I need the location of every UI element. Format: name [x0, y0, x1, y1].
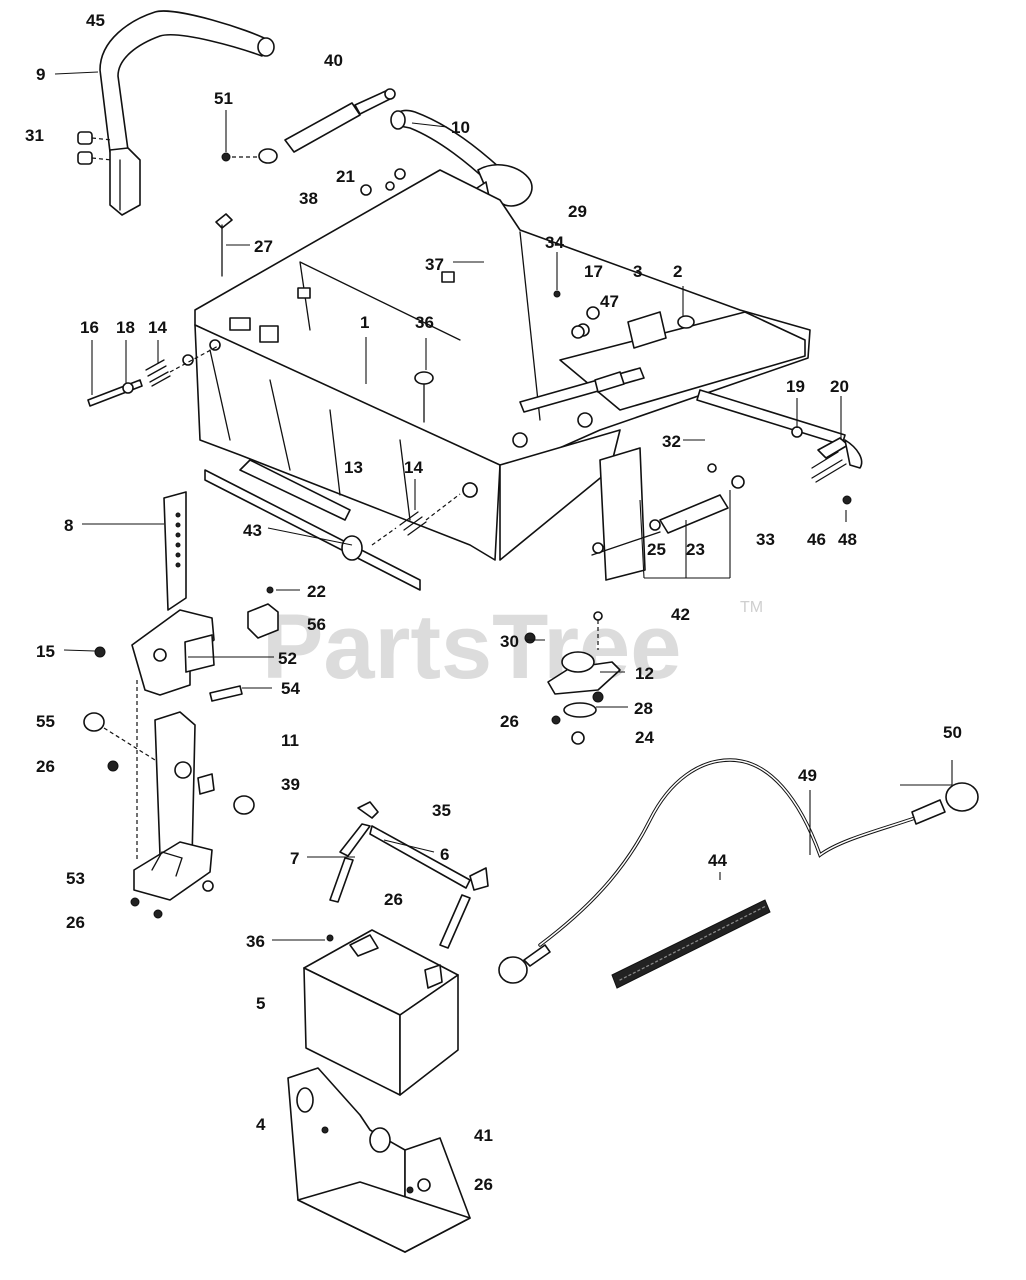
callout-27: 27: [254, 237, 273, 256]
callout-26-mount: 26: [500, 712, 519, 731]
callout-44: 44: [708, 851, 727, 870]
callout-55: 55: [36, 712, 55, 731]
callout-37: 37: [425, 255, 444, 274]
small-fasteners: [215, 168, 600, 423]
callout-14-upper: 14: [148, 318, 167, 337]
callout-50: 50: [943, 723, 962, 742]
callout-33: 33: [756, 530, 775, 549]
trademark: TM: [740, 599, 763, 616]
gas-spring: [221, 88, 396, 164]
callout-56: 56: [307, 615, 326, 634]
handle-bolts: [77, 131, 113, 165]
callout-24: 24: [635, 728, 654, 747]
adjustment-plate: [163, 491, 187, 611]
lever-11: [83, 685, 255, 871]
bottom-rail: [204, 459, 421, 591]
callout-18: 18: [116, 318, 135, 337]
battery-cable-49: [498, 758, 979, 984]
callout-17: 17: [584, 262, 603, 281]
callout-29: 29: [568, 202, 587, 221]
base-bracket-53: [130, 680, 214, 919]
callout-23: 23: [686, 540, 705, 559]
bracket-52: [94, 609, 215, 696]
callout-38: 38: [299, 189, 318, 208]
leader-lines: [54, 71, 953, 941]
callout-30: 30: [500, 632, 519, 651]
callout-8: 8: [64, 516, 73, 535]
callout-26-lever: 26: [36, 757, 55, 776]
callout-48: 48: [838, 530, 857, 549]
callout-9: 9: [36, 65, 45, 84]
callout-36-upper: 36: [415, 313, 434, 332]
battery-tray-4: [287, 1067, 471, 1253]
spring-14-upper: [87, 344, 221, 407]
callout-34: 34: [545, 233, 564, 252]
callout-35: 35: [432, 801, 451, 820]
callout-41: 41: [474, 1126, 493, 1145]
callout-25: 25: [647, 540, 666, 559]
callout-10: 10: [451, 118, 470, 137]
callout-53: 53: [66, 869, 85, 888]
callout-51: 51: [214, 89, 233, 108]
callout-16: 16: [80, 318, 99, 337]
cable-sleeve-44: [611, 899, 771, 989]
callout-2: 2: [673, 262, 682, 281]
callout-39: 39: [281, 775, 300, 794]
damper-assembly: [591, 447, 745, 581]
callout-28: 28: [634, 699, 653, 718]
callout-40: 40: [324, 51, 343, 70]
callout-46: 46: [807, 530, 826, 549]
callout-52: 52: [278, 649, 297, 668]
callout-45: 45: [86, 11, 105, 30]
callout-3: 3: [633, 262, 642, 281]
callout-labels: 45 9 40 51 31 10 21 38 29 27 34 37 17 3 …: [25, 11, 962, 1194]
callout-43: 43: [243, 521, 262, 540]
callout-26-tray: 26: [474, 1175, 493, 1194]
callout-22: 22: [307, 582, 326, 601]
callout-5: 5: [256, 994, 265, 1013]
callout-54: 54: [281, 679, 300, 698]
callout-7: 7: [290, 849, 299, 868]
spring-14-lower: [371, 482, 478, 546]
callout-19: 19: [786, 377, 805, 396]
callout-42: 42: [671, 605, 690, 624]
callout-15: 15: [36, 642, 55, 661]
callout-1: 1: [360, 313, 369, 332]
callout-4: 4: [256, 1115, 266, 1134]
callout-32: 32: [662, 432, 681, 451]
link-rod-spring: [696, 389, 863, 505]
left-control-handle: [99, 10, 275, 216]
callout-31: 31: [25, 126, 44, 145]
callout-11: 11: [281, 731, 299, 750]
battery-hold-down: [329, 801, 489, 949]
watermark: PartsTree: [262, 596, 681, 698]
callout-49: 49: [798, 766, 817, 785]
callout-14-lower: 14: [404, 458, 423, 477]
callout-20: 20: [830, 377, 849, 396]
rubber-mount-12: [524, 611, 621, 745]
block-56: [247, 586, 279, 639]
callout-6: 6: [440, 845, 449, 864]
battery-5: [303, 929, 459, 1096]
callout-36-lower: 36: [246, 932, 265, 951]
callout-47: 47: [600, 292, 619, 311]
callout-21: 21: [336, 167, 355, 186]
callout-26-base: 26: [66, 913, 85, 932]
callout-26-hold-down: 26: [384, 890, 403, 909]
callout-13: 13: [344, 458, 363, 477]
callout-12: 12: [635, 664, 654, 683]
